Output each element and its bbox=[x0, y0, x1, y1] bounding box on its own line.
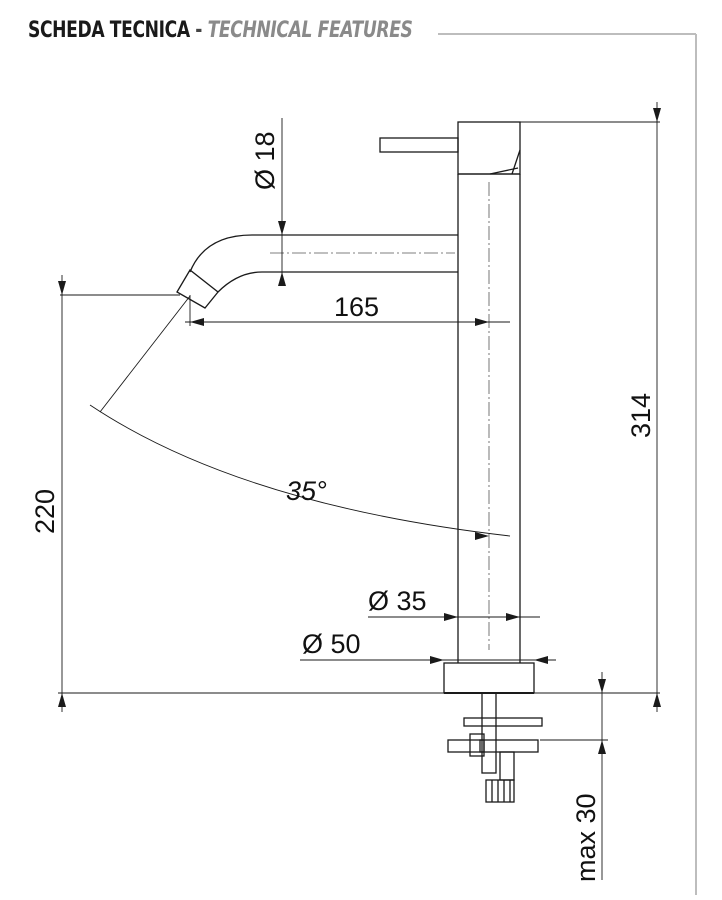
total-height-label: 314 bbox=[626, 393, 656, 438]
max-thickness-label: max 30 bbox=[571, 793, 601, 882]
header-title-italian: SCHEDA TECNICA bbox=[28, 18, 190, 43]
spout-diameter-label: Ø 18 bbox=[250, 131, 280, 190]
faucet-outline bbox=[176, 121, 543, 803]
dimension-arrows bbox=[58, 108, 661, 754]
spout-height-label: 220 bbox=[30, 489, 60, 534]
body-diameter-label: Ø 35 bbox=[368, 586, 427, 616]
header-separator: - bbox=[189, 18, 208, 43]
header-title-english: TECHNICAL FEATURES bbox=[207, 18, 413, 43]
base-diameter-label: Ø 50 bbox=[302, 629, 361, 659]
spout-reach-label: 165 bbox=[334, 292, 379, 322]
frame-border bbox=[438, 33, 697, 895]
page-header: SCHEDA TECNICA - TECHNICAL FEATURES bbox=[28, 18, 413, 52]
dimension-lines bbox=[58, 102, 660, 880]
center-lines bbox=[270, 182, 490, 650]
angle-label: 35° bbox=[286, 476, 327, 506]
